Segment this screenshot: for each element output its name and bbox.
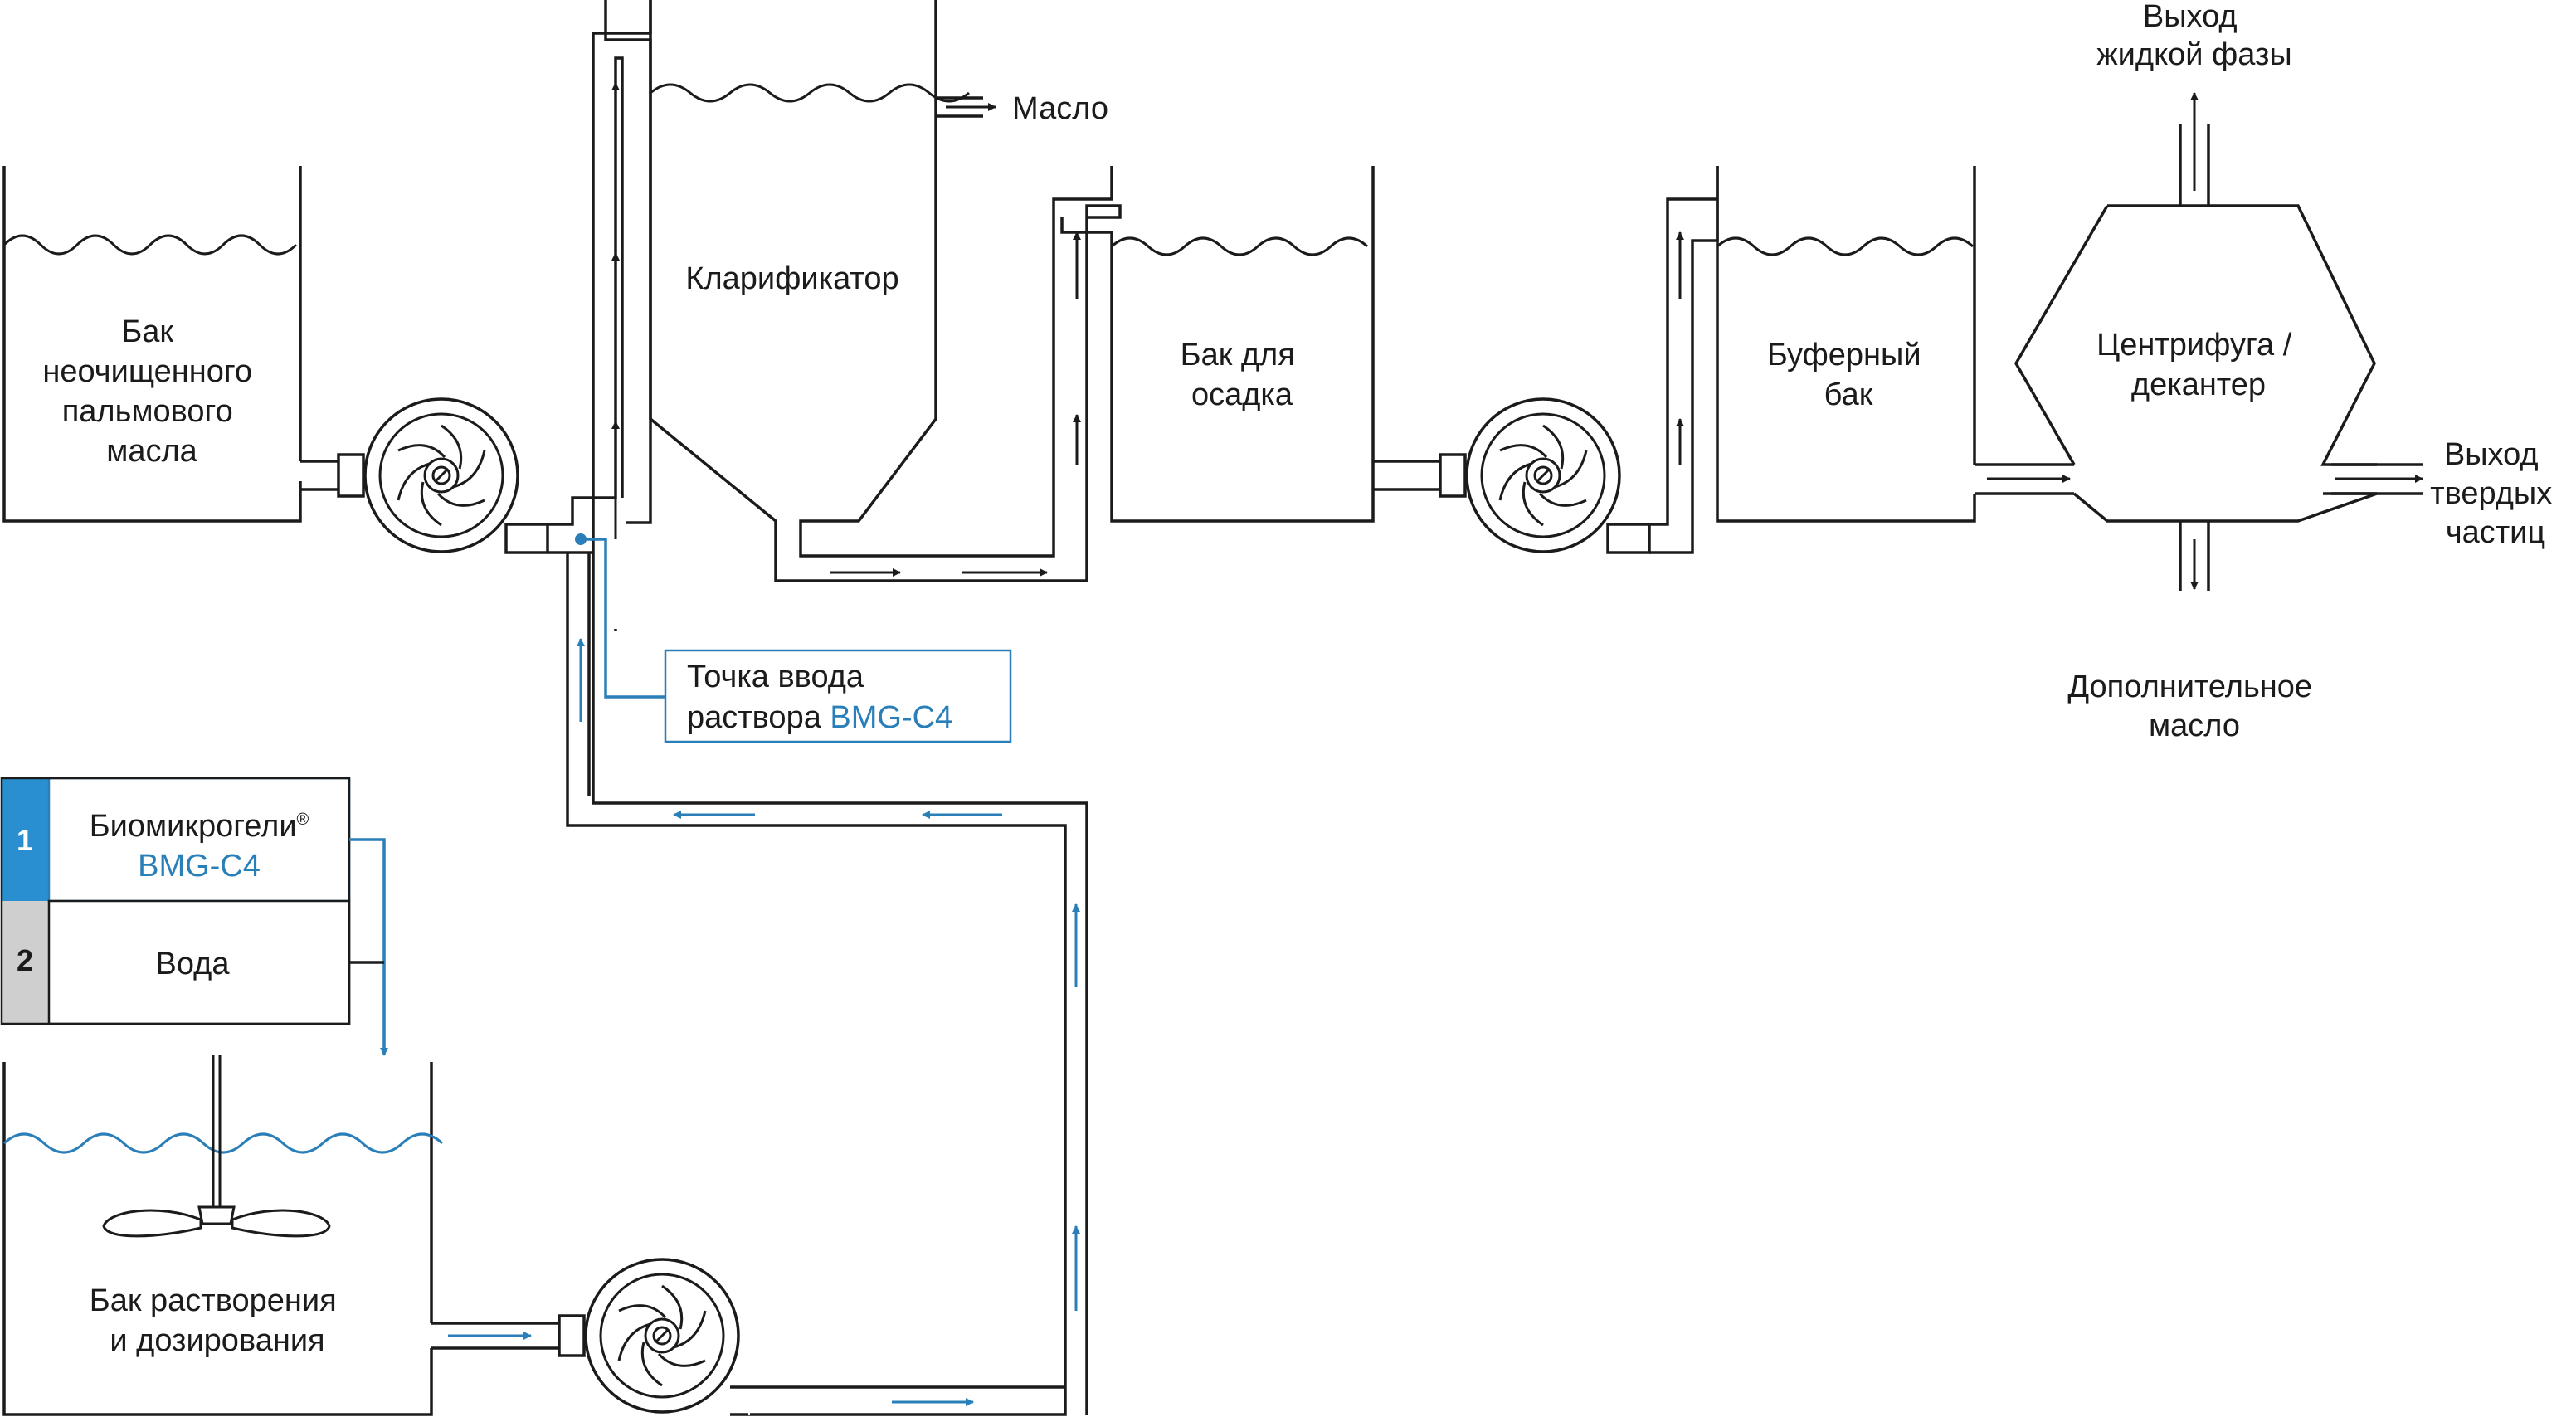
centrifuge-label: Центрифуга / декантер	[2096, 328, 2301, 402]
pump-1	[300, 397, 549, 554]
raw-oil-tank: Бак неочищенного пальмового масла	[2, 166, 302, 523]
legend-number-2: 2	[17, 943, 33, 977]
oil-output-label: Масло	[1012, 91, 1108, 126]
sediment-tank: Бак для осадка	[1052, 166, 1375, 523]
injection-point: Точка ввода раствора BMG-C4	[575, 533, 1012, 743]
dissolution-tank-label: Бак растворения и дозирования	[90, 1283, 345, 1358]
clarifier-label: Кларификатор	[685, 261, 898, 296]
injection-point-label-line1: Точка ввода	[687, 660, 864, 694]
clarifier: Кларификатор	[649, 0, 1122, 582]
legend: 1 2 Биомикрогели® BMG-C4 Вода	[0, 777, 388, 1056]
pipe-pump1-to-clarifier	[548, 0, 652, 631]
legend-swatch-1	[2, 778, 49, 901]
liquid-phase-output-label: Выход жидкой фазы	[2096, 0, 2292, 72]
legend-swatch-2	[2, 901, 49, 1024]
injection-point-label-line2: раствора BMG-C4	[687, 700, 952, 735]
dosing-loop-pipe	[566, 553, 1088, 1416]
buffer-tank: Буферный бак	[1716, 166, 2074, 523]
dissolution-tank: Бак растворения и дозирования	[2, 1055, 444, 1416]
centrifuge: Центрифуга / декантер	[2014, 92, 2423, 591]
pump-3	[431, 1258, 1065, 1416]
extra-oil-output-label: Дополнительное масло	[2067, 670, 2320, 743]
legend-number-1: 1	[17, 823, 33, 857]
legend-item-1-product: BMG-C4	[138, 849, 261, 884]
legend-item-1-name: Биомикрогели®	[90, 809, 309, 844]
sediment-tank-label: Бак для осадка	[1181, 338, 1304, 412]
solids-output-label: Выход твердых частиц	[2430, 437, 2561, 550]
oil-output: Масло	[936, 91, 1108, 126]
buffer-tank-label: Буферный бак	[1767, 338, 1930, 412]
mixer-icon	[102, 1055, 331, 1238]
pump-2	[1373, 166, 1719, 554]
raw-oil-tank-label: Бак неочищенного пальмового масла	[42, 314, 261, 469]
legend-item-2-name: Вода	[156, 947, 231, 981]
